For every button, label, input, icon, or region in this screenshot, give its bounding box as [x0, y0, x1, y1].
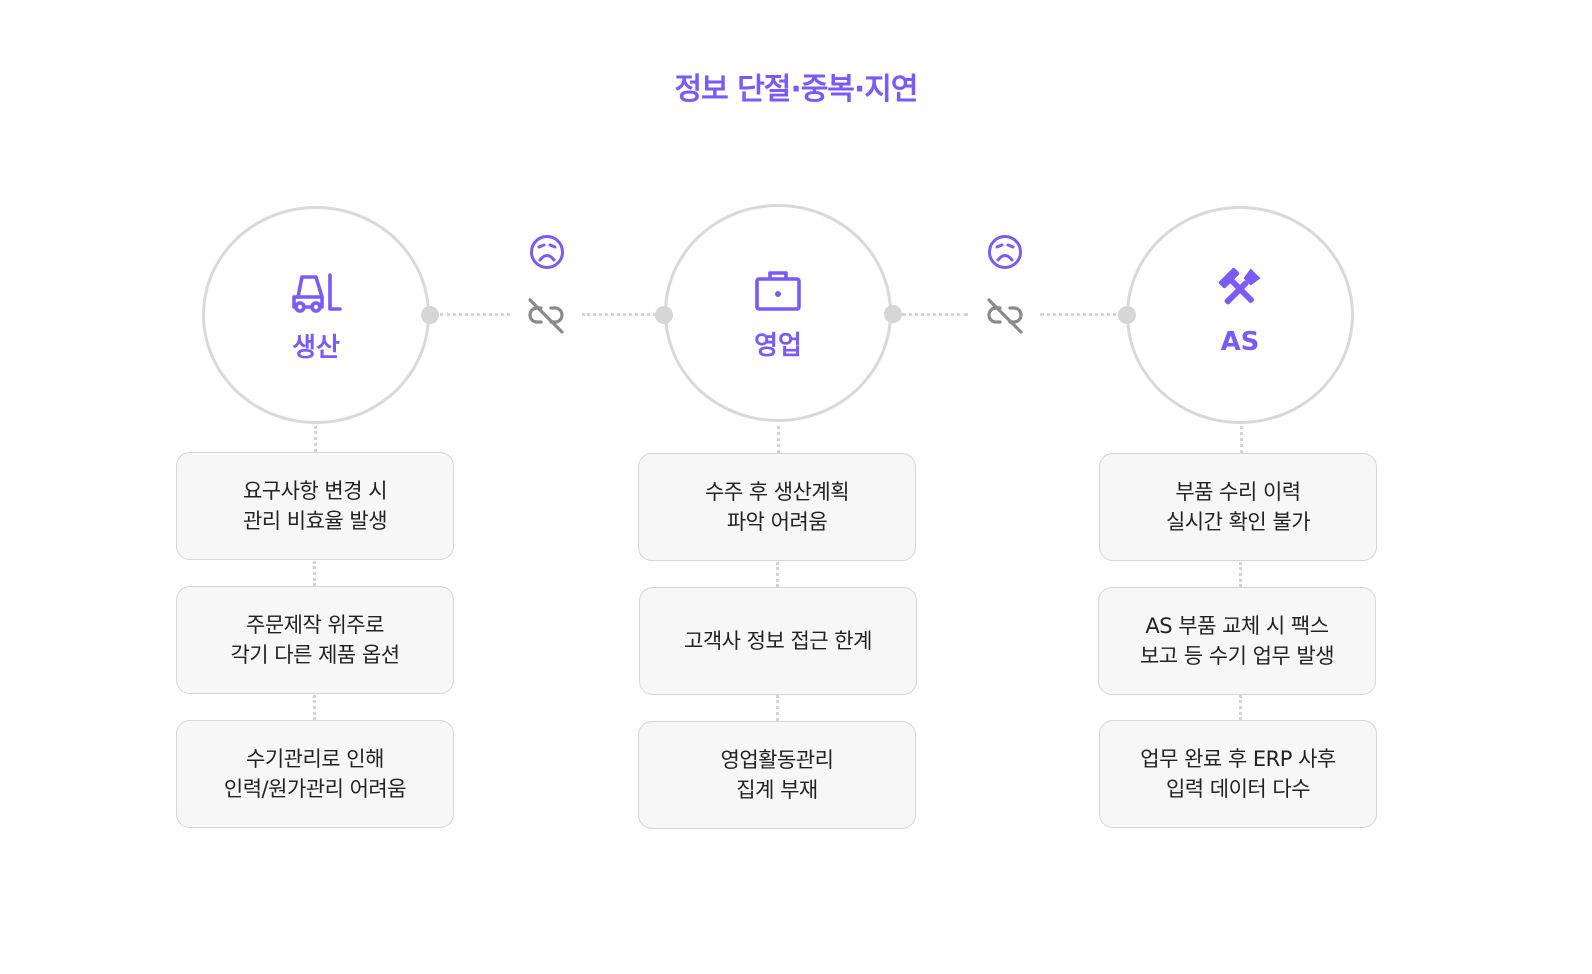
department-label: 생산 [292, 333, 340, 363]
diagram-title: 정보 단절·중복·지연 [674, 72, 918, 107]
connector-line [314, 426, 317, 452]
issue-line: 보고 등 수기 업무 발생 [1139, 644, 1335, 668]
issue-line: 고객사 정보 접근 한계 [684, 629, 872, 653]
department-circle-as: AS [1126, 206, 1354, 424]
issue-line: 수주 후 생산계획 [704, 480, 850, 504]
tools-icon [1216, 265, 1264, 317]
connector-line [776, 695, 779, 721]
issue-box: 수주 후 생산계획 파악 어려움 [638, 453, 916, 561]
issue-line: 업무 완료 후 ERP 사후 [1140, 747, 1336, 771]
issue-line: 인력/원가관리 어려움 [223, 777, 407, 801]
broken-link-icon [526, 296, 566, 340]
issue-line: 집계 부재 [736, 778, 818, 802]
connector-line [313, 695, 316, 720]
connector-line [1239, 695, 1242, 720]
issue-box: AS 부품 교체 시 팩스 보고 등 수기 업무 발생 [1098, 587, 1376, 695]
connector-dot [884, 305, 902, 323]
issue-line: 영업활동관리 [720, 748, 834, 772]
connector-dot [655, 306, 673, 324]
connector-line [582, 313, 662, 316]
briefcase-icon [754, 269, 802, 317]
department-label: 영업 [754, 331, 802, 361]
sad-face-icon [529, 234, 565, 274]
connector-line [440, 313, 510, 316]
connector-line [313, 561, 316, 586]
issue-line: 부품 수리 이력 [1175, 480, 1301, 504]
issue-line: 관리 비효율 발생 [242, 509, 388, 533]
issue-line: AS 부품 교체 시 팩스 [1145, 614, 1329, 638]
issue-box: 요구사항 변경 시 관리 비효율 발생 [176, 452, 454, 560]
connector-line [1240, 426, 1243, 453]
issue-line: 요구사항 변경 시 [242, 479, 388, 503]
connector-dot [421, 306, 439, 324]
connector-dot [1118, 306, 1136, 324]
department-circle-production: 생산 [202, 206, 430, 424]
issue-box: 업무 완료 후 ERP 사후 입력 데이터 다수 [1099, 720, 1377, 828]
connector-line [1040, 313, 1124, 316]
connector-line [776, 562, 779, 587]
issue-line: 수기관리로 인해 [246, 747, 384, 771]
issue-box: 수기관리로 인해 인력/원가관리 어려움 [176, 720, 454, 828]
issue-line: 주문제작 위주로 [246, 613, 384, 637]
issue-box: 주문제작 위주로 각기 다른 제품 옵션 [176, 586, 454, 694]
department-circle-sales: 영업 [664, 204, 892, 422]
department-label: AS [1220, 327, 1260, 357]
issue-line: 각기 다른 제품 옵션 [230, 643, 400, 667]
connector-line [777, 426, 780, 453]
broken-link-icon [985, 296, 1025, 340]
issue-box: 영업활동관리 집계 부재 [638, 721, 916, 829]
issue-line: 실시간 확인 불가 [1165, 510, 1311, 534]
issue-box: 부품 수리 이력 실시간 확인 불가 [1099, 453, 1377, 561]
issue-line: 파악 어려움 [726, 510, 828, 534]
sad-face-icon [987, 234, 1023, 274]
issue-box: 고객사 정보 접근 한계 [639, 587, 917, 695]
forklift-icon [290, 271, 342, 317]
connector-line [1239, 562, 1242, 587]
issue-line: 입력 데이터 다수 [1165, 777, 1311, 801]
connector-line [902, 313, 968, 316]
